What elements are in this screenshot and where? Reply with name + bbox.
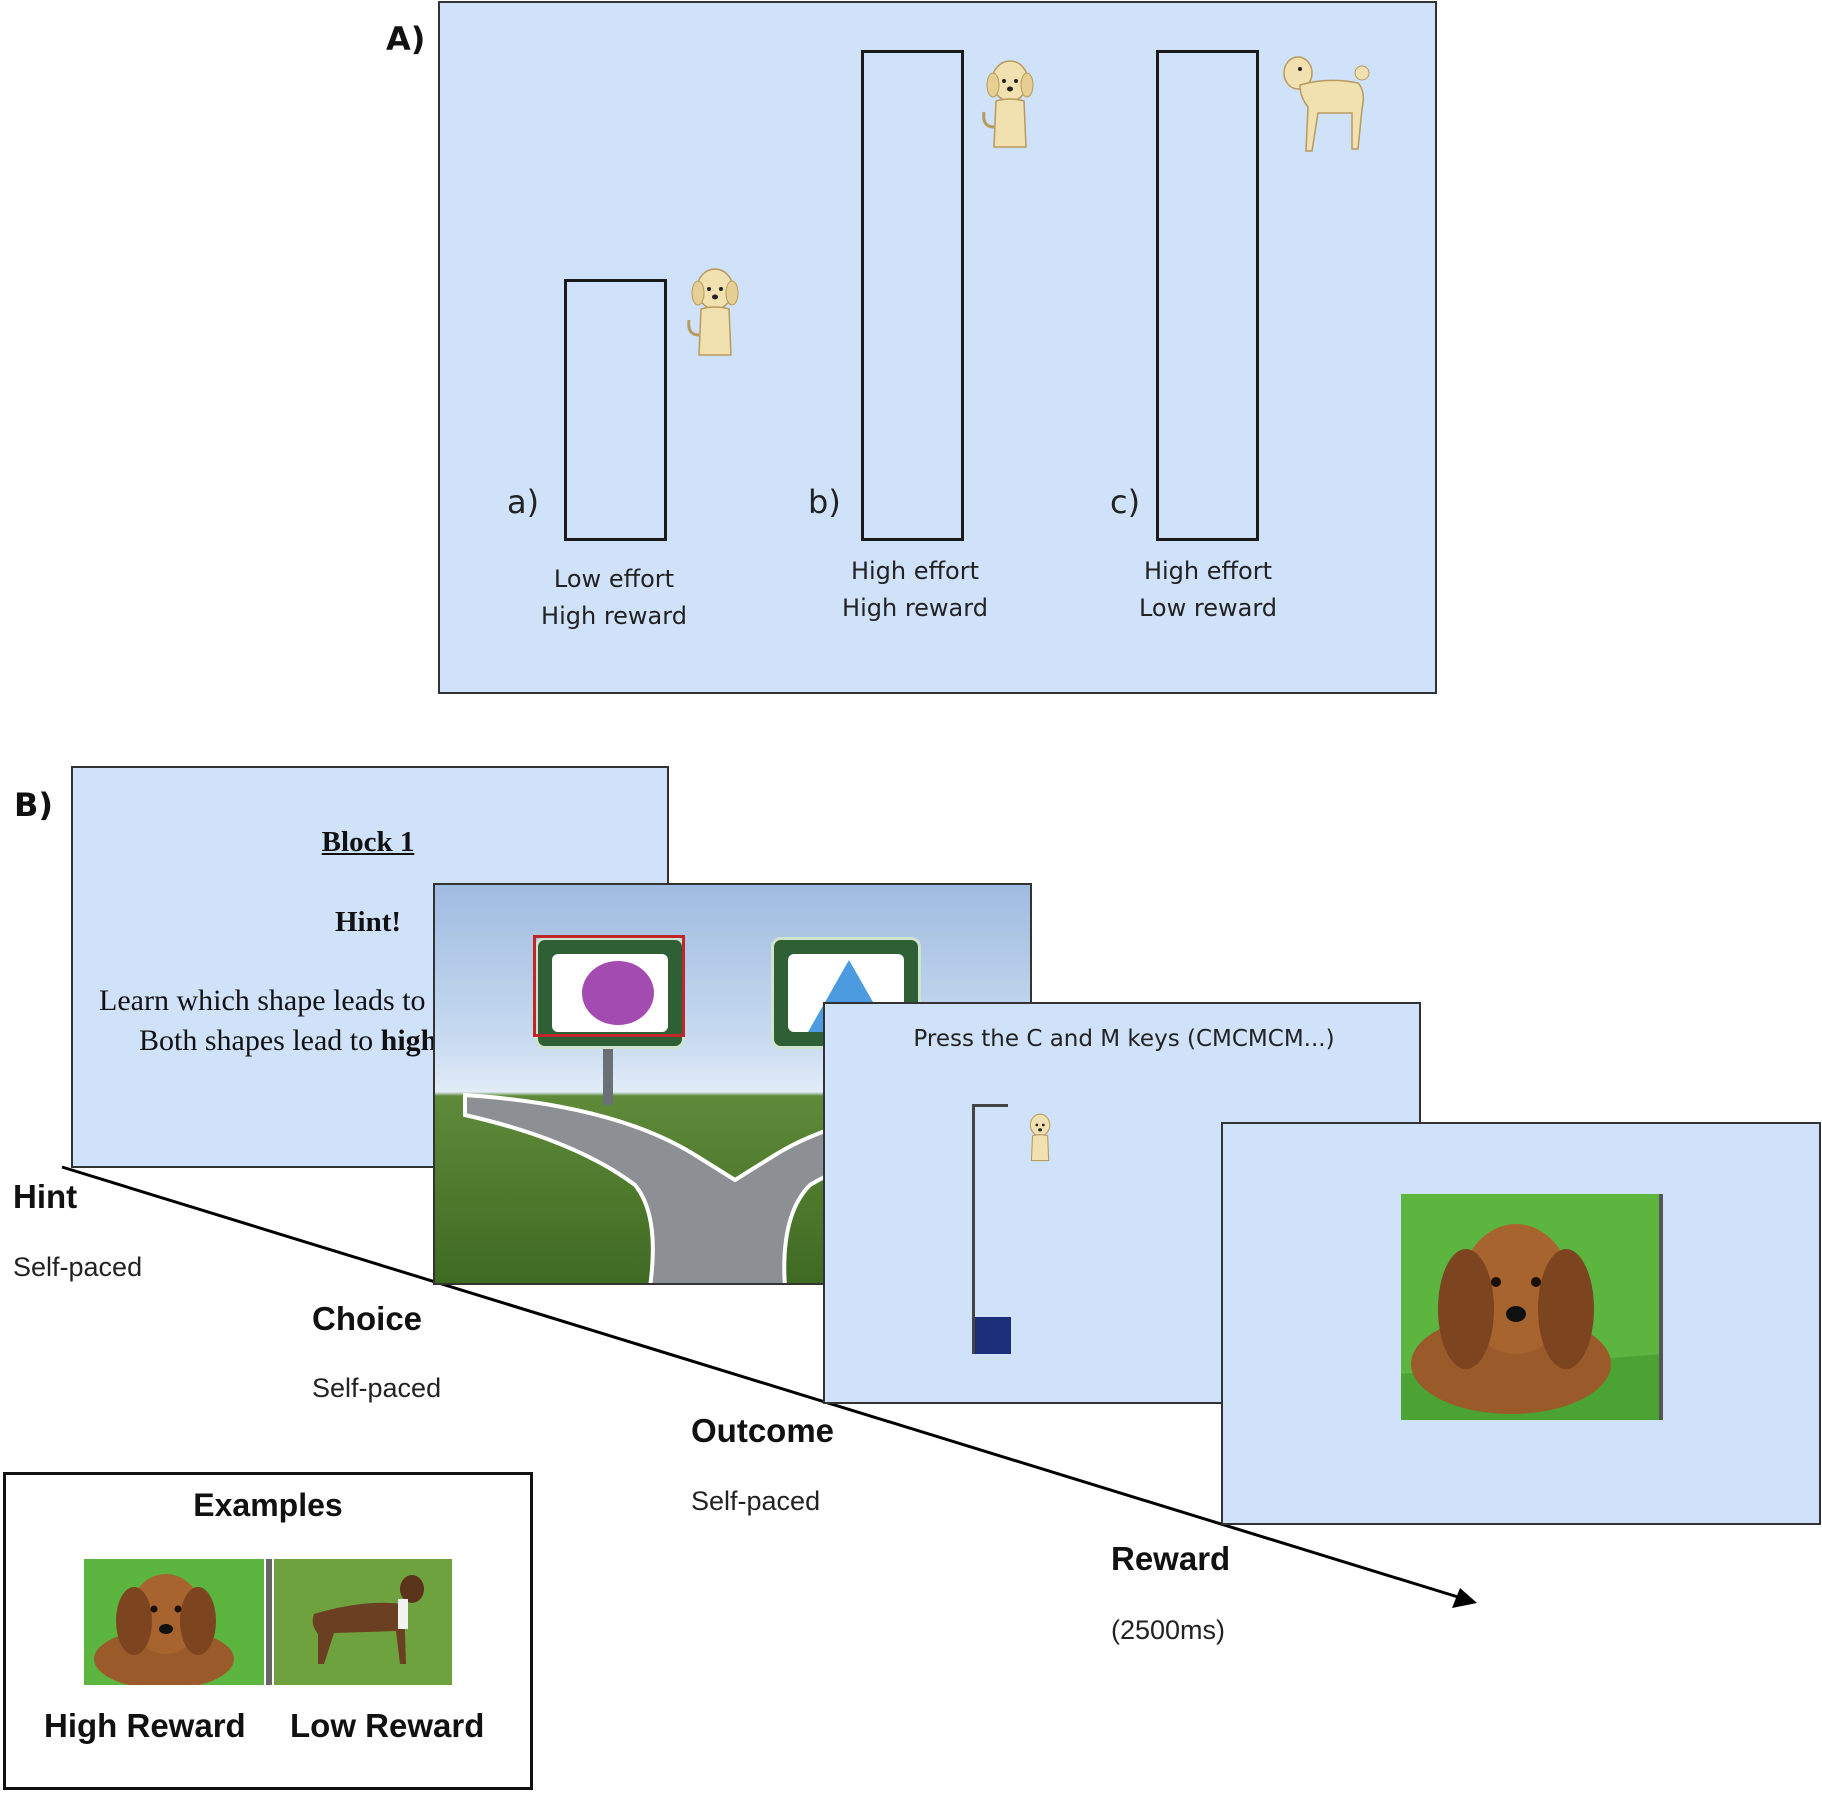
boxer-photo (274, 1559, 452, 1685)
panel-a-label: A) (386, 20, 426, 58)
caption-reward: High reward (541, 602, 687, 630)
puppy-photo (1401, 1194, 1663, 1420)
effort-bar-high-c (1156, 50, 1259, 541)
effort-bar-high-b (861, 50, 964, 541)
examples-title: Examples (193, 1487, 343, 1523)
caption-effort: High effort (850, 557, 980, 585)
effort-progress-track (972, 1104, 1011, 1354)
stage-choice-duration: Self-paced (312, 1373, 442, 1403)
effort-progress-fill (975, 1317, 1011, 1354)
selection-highlight (533, 935, 685, 1037)
stage-reward-title: Reward (1111, 1540, 1231, 1577)
panel-a-screen: a) Low effort High reward b) High effort… (438, 1, 1437, 694)
stage-outcome-duration: Self-paced (691, 1486, 821, 1516)
small-dog-icon (982, 60, 1034, 148)
condition-caption-b: High effort High reward (805, 553, 1025, 627)
sign-post-left (603, 1045, 613, 1105)
condition-letter-a: a) (507, 483, 540, 521)
examples-box: Examples High Reward Low Reward (3, 1472, 533, 1790)
example-label-high: High Reward (44, 1707, 246, 1744)
caption-effort: High effort (1143, 557, 1273, 585)
outcome-instruction: Press the C and M keys (CMCMCM...) (913, 1026, 1335, 1052)
example-label-low: Low Reward (290, 1707, 485, 1744)
condition-letter-b: b) (808, 483, 841, 521)
hint-line-2: Both shapes lead to high (139, 1024, 437, 1058)
condition-caption-c: High effort Low reward (1098, 553, 1318, 627)
hint-line-2-bold: high (380, 1024, 438, 1057)
hint-block-title: Block 1 (321, 826, 415, 858)
stage-outcome-title: Outcome (691, 1412, 835, 1449)
stage-hint-duration: Self-paced (13, 1252, 143, 1282)
puppy-photo (84, 1559, 264, 1685)
stage-choice-title: Choice (312, 1300, 423, 1337)
hint-line-2-text: Both shapes lead to (139, 1024, 381, 1057)
small-dog-icon (687, 268, 739, 356)
condition-caption-a: Low effort High reward (504, 561, 724, 635)
panel-b-label: B) (14, 786, 54, 824)
example-divider (266, 1559, 272, 1685)
hint-line-1: Learn which shape leads to (99, 984, 426, 1017)
reward-screen (1221, 1122, 1821, 1525)
stage-reward-duration: (2500ms) (1111, 1615, 1226, 1645)
caption-reward: Low reward (1138, 594, 1277, 622)
caption-effort: Low effort (553, 565, 675, 593)
condition-letter-c: c) (1110, 483, 1141, 521)
circle-shape (582, 961, 654, 1025)
small-dog-icon (1029, 1113, 1051, 1162)
hint-subtitle: Hint! (334, 906, 402, 938)
effort-bar-low (564, 279, 667, 541)
large-dog-icon (1283, 56, 1370, 152)
caption-reward: High reward (842, 594, 988, 622)
stage-hint-title: Hint (13, 1178, 78, 1215)
